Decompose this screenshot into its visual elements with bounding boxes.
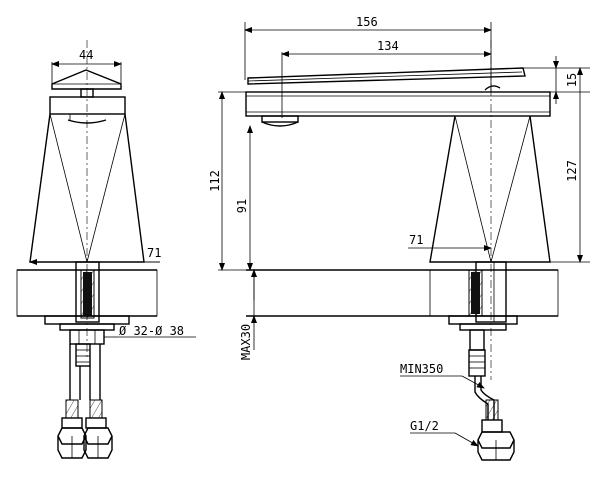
mounting-shank-left xyxy=(44,261,130,345)
dim-body-height: 112 xyxy=(208,91,246,271)
dim-max-thickness: MAX30 xyxy=(239,269,257,360)
dim-label-44: 44 xyxy=(79,48,93,62)
dim-hole-diameter: Ø 32-Ø 38 xyxy=(104,324,196,338)
lever-handle xyxy=(51,69,122,98)
dim-spout-height: 91 xyxy=(235,125,253,271)
spout-body xyxy=(245,91,551,127)
body-top-plate xyxy=(49,96,126,115)
mounting-shank-right xyxy=(448,261,518,351)
dim-label-134: 134 xyxy=(377,39,399,53)
dim-label-max30: MAX30 xyxy=(239,324,253,360)
dim-label-15: 15 xyxy=(565,73,579,87)
dim-spout-reach: 134 xyxy=(281,39,492,118)
dim-top-width: 44 xyxy=(51,48,122,84)
dim-label-71-right: 71 xyxy=(409,233,423,247)
supply-hoses-left xyxy=(57,343,113,459)
dim-total-height: 127 xyxy=(550,67,590,263)
note-min350: MIN350 xyxy=(400,362,485,389)
dim-label-91: 91 xyxy=(235,199,249,213)
supply-hose-right xyxy=(468,349,515,461)
dim-label-71-left: 71 xyxy=(147,246,161,260)
note-label-g12: G1/2 xyxy=(410,419,439,433)
dim-label-127: 127 xyxy=(565,160,579,182)
dim-base-width-right: 71 xyxy=(408,233,492,251)
countertop-section-right xyxy=(246,269,559,317)
dim-label-156: 156 xyxy=(356,15,378,29)
lever-top xyxy=(247,67,526,91)
front-view: 156 134 xyxy=(208,15,590,461)
dim-label-diameter: Ø 32-Ø 38 xyxy=(119,324,184,338)
note-g12: G1/2 xyxy=(410,419,479,447)
faucet-body-front xyxy=(429,115,551,263)
dim-overall-length: 156 xyxy=(244,15,492,92)
side-view: 44 71 xyxy=(16,40,196,459)
dim-label-112: 112 xyxy=(208,170,222,192)
note-label-min350: MIN350 xyxy=(400,362,443,376)
